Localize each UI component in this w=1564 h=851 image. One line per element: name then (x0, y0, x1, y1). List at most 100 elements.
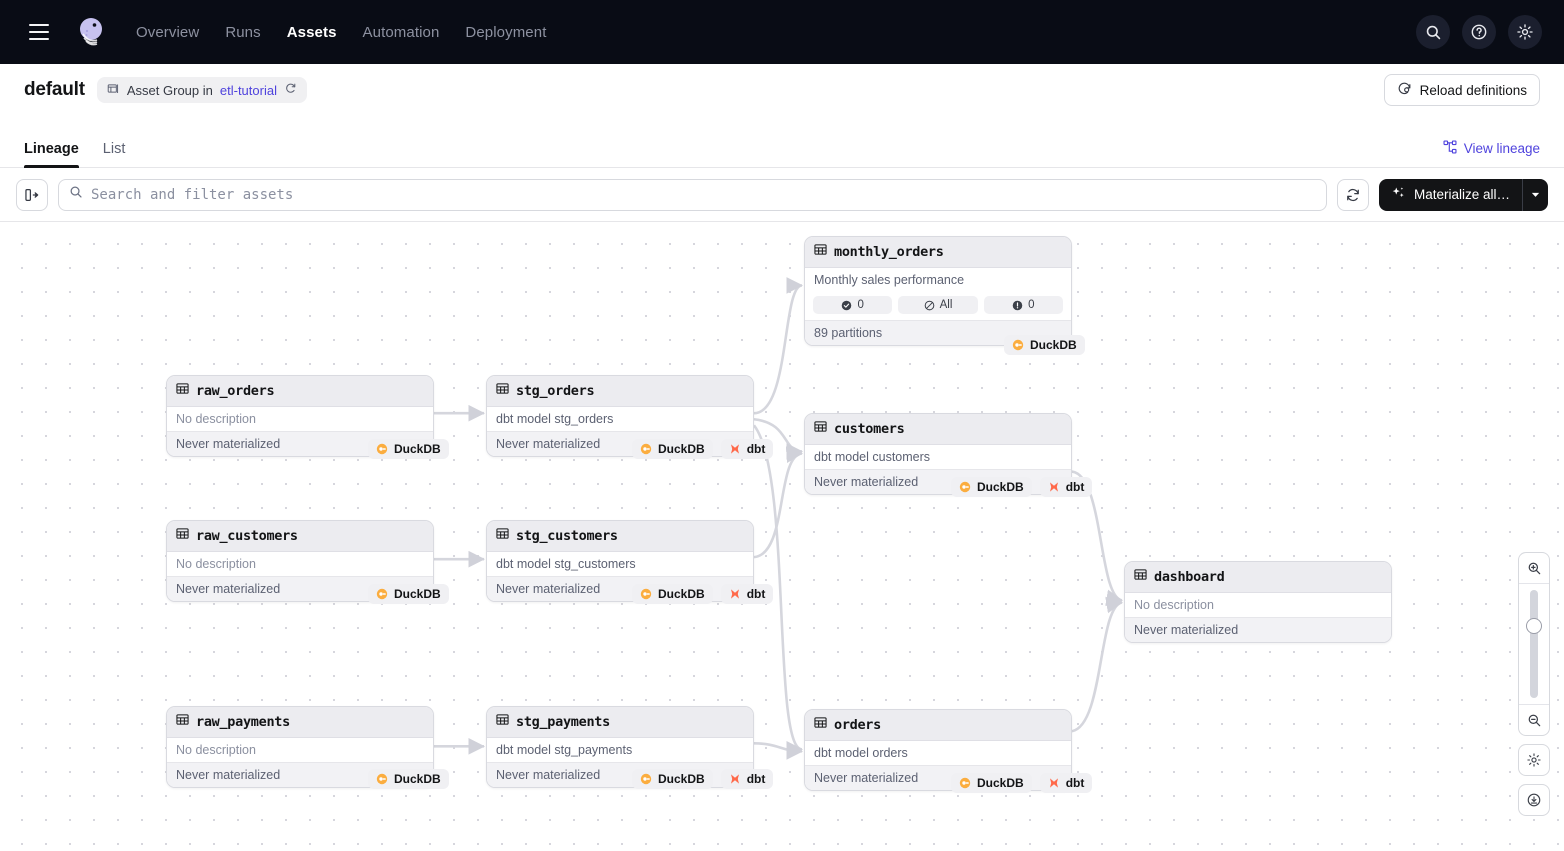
asset-group-chip-link[interactable]: etl-tutorial (219, 82, 277, 98)
table-icon (176, 382, 189, 400)
nav-item-runs[interactable]: Runs (225, 23, 261, 41)
asset-group-chip[interactable]: Asset Group in etl-tutorial (96, 77, 307, 103)
table-icon (1134, 568, 1147, 586)
asset-node-name: raw_orders (196, 383, 275, 399)
settings-gear-icon[interactable] (1508, 15, 1542, 49)
zoom-slider[interactable] (1519, 584, 1549, 704)
fit-to-view-icon[interactable] (1518, 784, 1550, 816)
asset-node-status: 89 partitions (805, 320, 1071, 345)
exclamation-circle-icon (1012, 300, 1023, 310)
asset-node-status: Never materialized (1125, 617, 1391, 642)
dagster-logo[interactable] (72, 13, 110, 51)
duckdb-icon (1012, 339, 1024, 351)
tag-dbt[interactable]: dbt (720, 769, 774, 789)
tag-label: DuckDB (977, 480, 1024, 494)
dbt-icon (1049, 482, 1058, 492)
asset-node-header: monthly_orders (805, 237, 1071, 268)
asset-node-name: customers (834, 421, 905, 437)
asset-node-monthly_orders[interactable]: monthly_orders Monthly sales performance… (804, 236, 1072, 346)
tab-list[interactable]: List (102, 141, 126, 157)
asset-node-name: stg_payments (516, 714, 610, 730)
zoom-controls (1518, 552, 1550, 816)
zoom-in-icon[interactable] (1519, 553, 1549, 583)
tag-dbt[interactable]: dbt (720, 584, 774, 604)
tag-duckdb[interactable]: DuckDB (368, 769, 449, 789)
tag-duckdb[interactable]: DuckDB (632, 439, 713, 459)
asset-node-orders[interactable]: orders dbt model orders Never materializ… (804, 709, 1072, 791)
nav-item-deployment[interactable]: Deployment (465, 23, 547, 41)
asset-node-dashboard[interactable]: dashboard No description Never materiali… (1124, 561, 1392, 643)
zoom-slider-knob[interactable] (1526, 618, 1542, 634)
materialize-options-caret[interactable] (1522, 178, 1548, 211)
search-icon (69, 185, 83, 204)
search-and-filter-box[interactable] (58, 178, 1327, 211)
tab-lineage[interactable]: Lineage (24, 141, 79, 168)
tag-duckdb[interactable]: DuckDB (632, 584, 713, 604)
tag-duckdb[interactable]: DuckDB (951, 773, 1032, 793)
reload-definitions-button[interactable]: Reload definitions (1383, 74, 1540, 106)
asset-node-header: customers (805, 414, 1071, 445)
materialize-all-button[interactable]: Materialize all… (1378, 178, 1522, 211)
reload-definitions-label: Reload definitions (1419, 82, 1527, 98)
asset-node-description: Monthly sales performance (805, 268, 1071, 292)
asset-node-description: No description (167, 738, 433, 762)
hamburger-menu-icon[interactable] (22, 15, 56, 49)
divider (1519, 704, 1549, 705)
lineage-graph-canvas[interactable]: monthly_orders Monthly sales performance… (0, 222, 1564, 851)
tag-label: DuckDB (658, 442, 705, 456)
tag-label: DuckDB (394, 772, 441, 786)
divider (1519, 583, 1549, 584)
tag-dbt[interactable]: dbt (1039, 477, 1093, 497)
tag-label: DuckDB (658, 772, 705, 786)
refresh-icon[interactable] (284, 82, 297, 98)
duckdb-icon (959, 777, 971, 789)
asset-group-chip-prefix: Asset Group in (126, 82, 213, 98)
zoom-out-icon[interactable] (1519, 705, 1549, 735)
asset-node-stg_customers[interactable]: stg_customers dbt model stg_customers Ne… (486, 520, 754, 602)
table-icon (814, 716, 827, 734)
tabs-row-actions: View lineage (1443, 140, 1540, 167)
tag-dbt[interactable]: dbt (1039, 773, 1093, 793)
panel-toggle-icon[interactable] (16, 178, 48, 211)
asset-tags-stg_payments: DuckDB dbt (632, 769, 774, 789)
tag-label: DuckDB (394, 442, 441, 456)
assets-toolbar: Materialize all… (0, 168, 1564, 222)
nav-item-overview[interactable]: Overview (136, 23, 200, 41)
tag-label: dbt (1065, 776, 1085, 790)
tag-label: DuckDB (977, 776, 1024, 790)
asset-tags-raw_customers: DuckDB (368, 584, 449, 604)
tag-duckdb[interactable]: DuckDB (1004, 335, 1085, 355)
page-header: default Asset Group in etl-tutorial (0, 64, 1564, 116)
dbt-icon (730, 444, 739, 454)
nav-item-automation[interactable]: Automation (362, 23, 440, 41)
graph-settings-gear-icon[interactable] (1518, 744, 1550, 776)
table-icon (176, 527, 189, 545)
partition-chip-failed[interactable]: 0 (983, 296, 1063, 314)
reload-icon (1397, 81, 1412, 99)
table-icon (814, 243, 827, 261)
tag-duckdb[interactable]: DuckDB (951, 477, 1032, 497)
search-icon[interactable] (1416, 15, 1450, 49)
search-input[interactable] (91, 186, 1316, 203)
asset-node-description: dbt model stg_customers (487, 552, 753, 576)
view-lineage-button[interactable]: View lineage (1443, 140, 1540, 157)
tag-duckdb[interactable]: DuckDB (368, 439, 449, 459)
help-icon[interactable] (1462, 15, 1496, 49)
asset-tags-stg_orders: DuckDB dbt (632, 439, 774, 459)
tag-duckdb[interactable]: DuckDB (368, 584, 449, 604)
nav-item-assets[interactable]: Assets (286, 23, 337, 41)
zoom-slider-track (1530, 590, 1538, 698)
duckdb-icon (376, 443, 388, 455)
table-icon (814, 420, 827, 438)
graph-icon (1443, 140, 1457, 157)
asset-node-raw_payments[interactable]: raw_payments No description Never materi… (166, 706, 434, 788)
asset-node-header: raw_customers (167, 521, 433, 552)
partition-chip-materialized[interactable]: 0 (813, 296, 893, 314)
tag-dbt[interactable]: dbt (720, 439, 774, 459)
tag-duckdb[interactable]: DuckDB (632, 769, 713, 789)
refresh-assets-button[interactable] (1336, 178, 1369, 211)
asset-node-raw_customers[interactable]: raw_customers No description Never mater… (166, 520, 434, 602)
partition-chip-missing[interactable]: All (898, 296, 978, 314)
asset-node-header: raw_payments (167, 707, 433, 738)
partition-chip-value: 0 (1028, 299, 1035, 311)
